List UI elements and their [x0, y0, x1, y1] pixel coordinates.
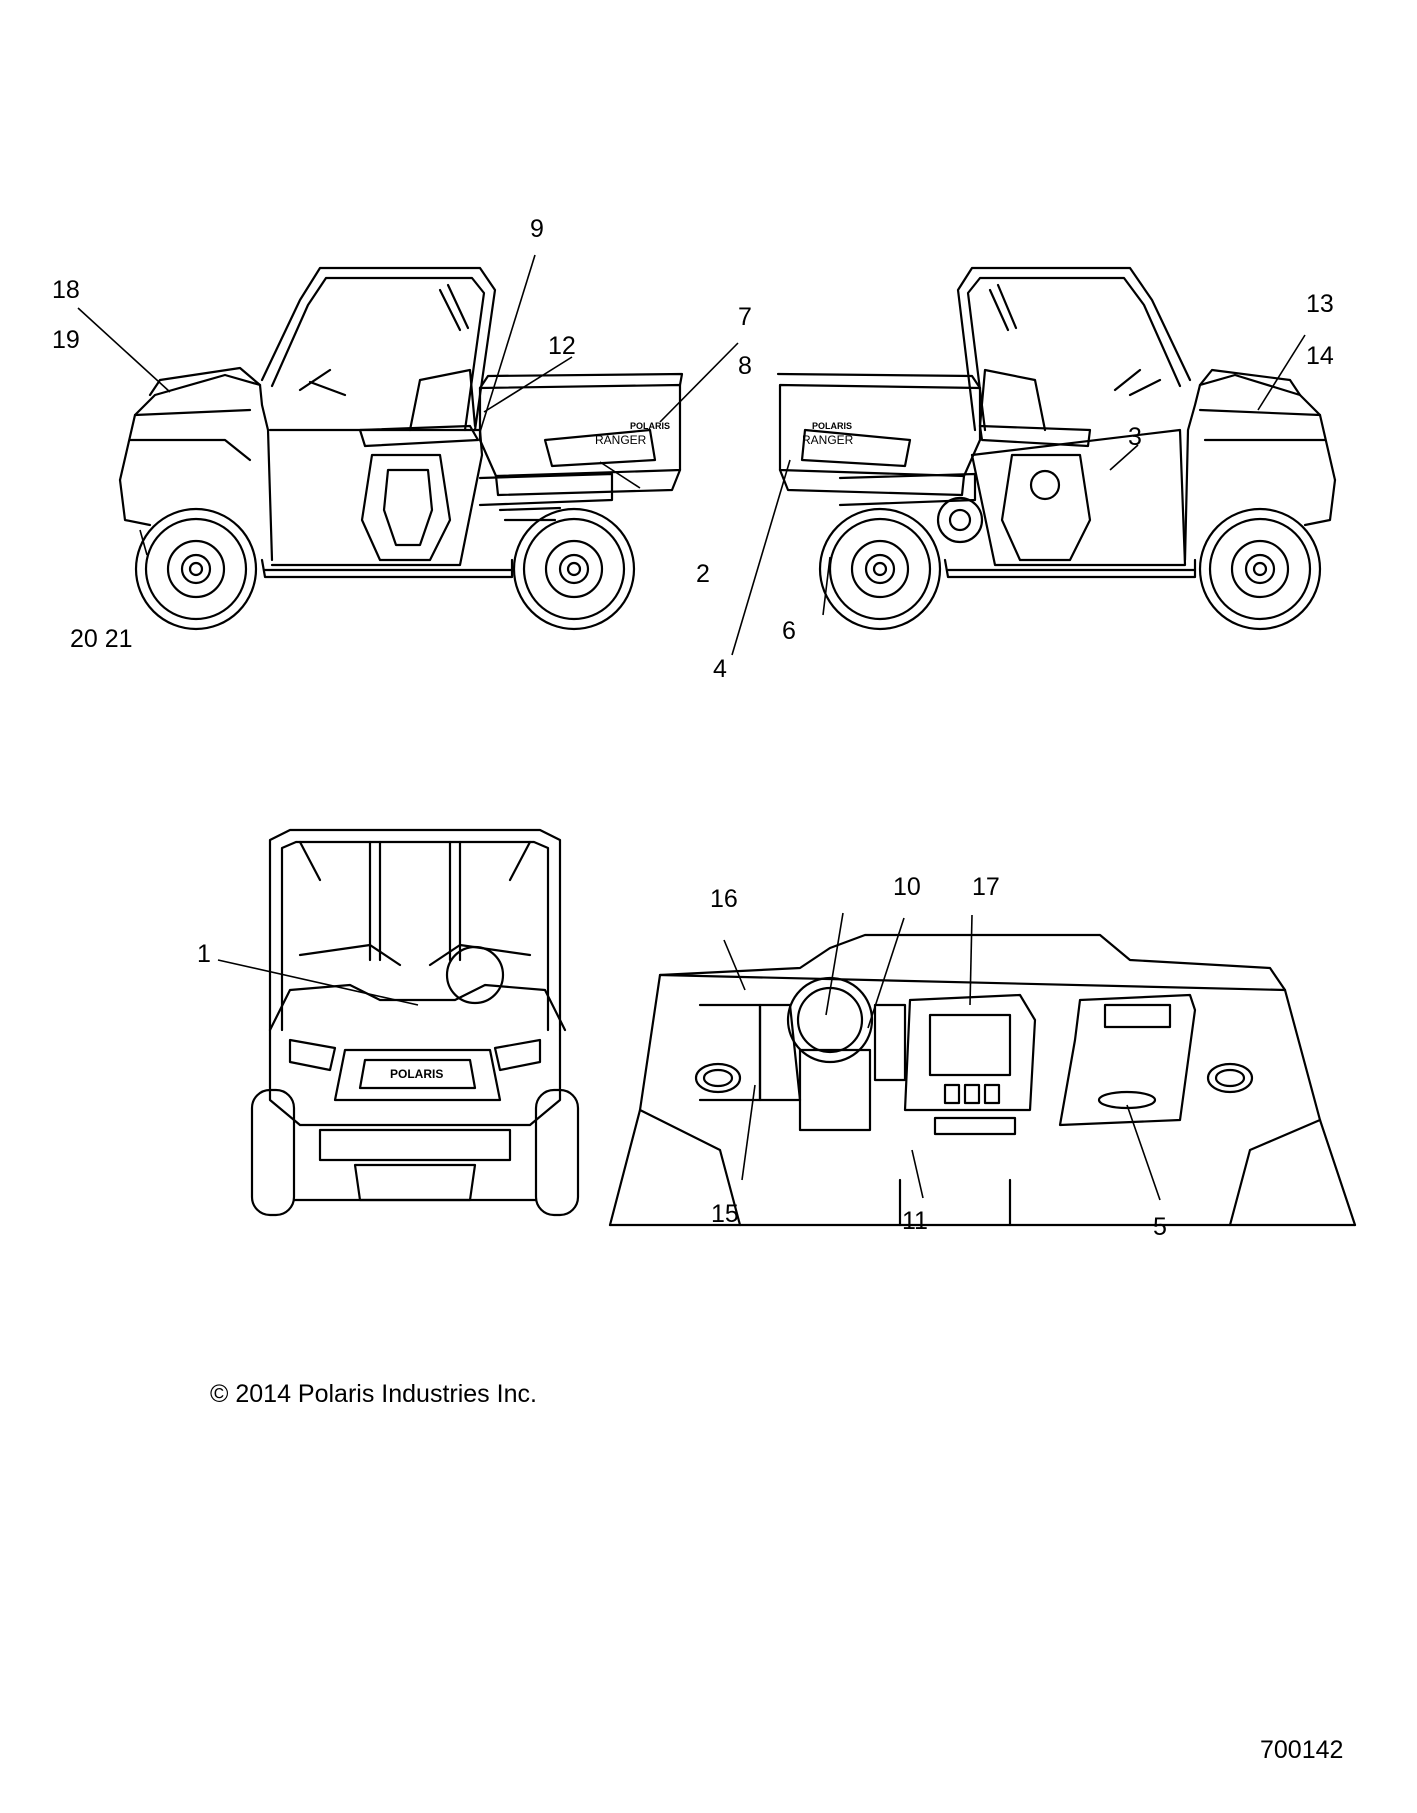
callout-11: 11: [902, 1207, 928, 1235]
callout-6: 6: [782, 617, 796, 645]
callout-12: 12: [548, 332, 576, 360]
callout-2: 2: [696, 560, 710, 588]
callout-4: 4: [713, 655, 727, 683]
model-decal-text-right: RANGER: [802, 433, 854, 447]
left-side-view: [118, 266, 684, 631]
callout-16: 16: [710, 885, 738, 913]
callout-10: 10: [893, 873, 921, 901]
callout-15: 15: [711, 1200, 739, 1228]
callout-19: 19: [52, 326, 80, 354]
leader-lines: [77, 254, 1306, 1201]
callout-9: 9: [530, 215, 544, 243]
callout-3: 3: [1128, 423, 1142, 451]
front-view: [250, 828, 580, 1217]
brand-decal-text-front: POLARIS: [390, 1067, 443, 1081]
callout-5: 5: [1153, 1213, 1167, 1241]
callout-20-21: 20 21: [70, 625, 133, 653]
brand-decal-text-left: POLARIS: [630, 421, 670, 431]
dashboard-view: [608, 933, 1357, 1227]
callout-17: 17: [972, 873, 1000, 901]
callout-18: 18: [52, 276, 80, 304]
document-number: 700142: [1260, 1736, 1344, 1764]
callout-7: 7: [738, 303, 752, 331]
callout-14: 14: [1306, 342, 1334, 370]
callout-1: 1: [197, 940, 211, 968]
right-side-view: [776, 266, 1337, 631]
callout-8: 8: [738, 352, 752, 380]
callout-13: 13: [1306, 290, 1334, 318]
copyright-notice: © 2014 Polaris Industries Inc.: [210, 1380, 537, 1408]
model-decal-text-left: RANGER: [595, 433, 647, 447]
brand-decal-text-right: POLARIS: [812, 421, 852, 431]
